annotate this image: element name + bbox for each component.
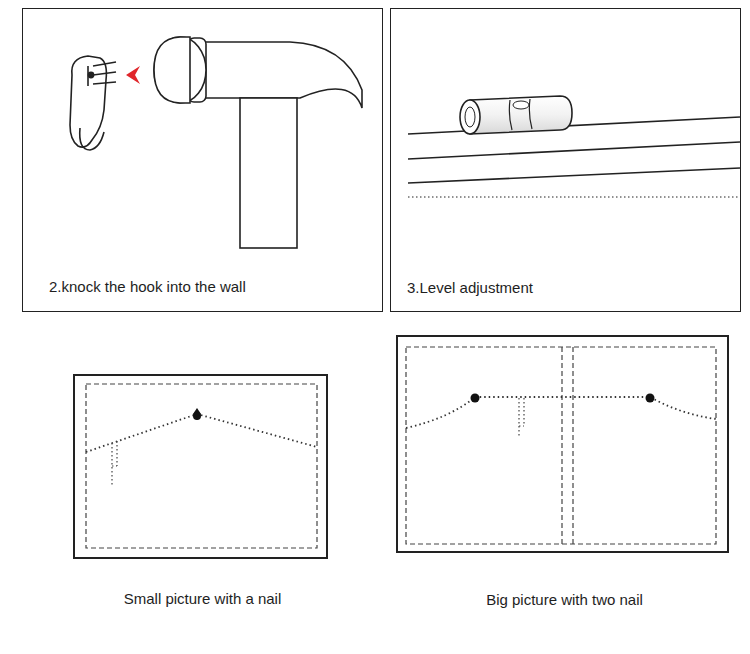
picture-frame: Small picture with a nail xyxy=(73,374,328,559)
panel-divider xyxy=(561,347,562,544)
nail-head xyxy=(193,412,201,420)
frame-caption: Big picture with two nail xyxy=(484,591,645,609)
nail-head xyxy=(471,394,480,403)
panel-divider xyxy=(572,347,573,544)
hanging-wire xyxy=(406,397,716,428)
plumb-line xyxy=(112,441,117,486)
inner-border xyxy=(406,347,716,544)
inner-border xyxy=(86,384,317,548)
hammer xyxy=(154,37,362,248)
picture-frame: Big picture with two nail xyxy=(396,335,729,553)
step-panel: 2.knock the hook into the wall xyxy=(22,8,383,312)
step-panel: 3.Level adjustment xyxy=(390,8,741,312)
picture-hook xyxy=(70,56,116,150)
direction-arrow xyxy=(126,66,140,84)
hanging-wire xyxy=(86,414,317,452)
frame-caption: Small picture with a nail xyxy=(122,590,284,608)
plumb-line xyxy=(519,398,524,437)
nail-head xyxy=(646,394,655,403)
nail xyxy=(193,408,201,420)
spirit-level xyxy=(460,96,572,134)
picture-frame-edge xyxy=(408,117,740,197)
step-caption: 2.knock the hook into the wall xyxy=(47,278,248,296)
step-caption: 3.Level adjustment xyxy=(405,279,535,297)
